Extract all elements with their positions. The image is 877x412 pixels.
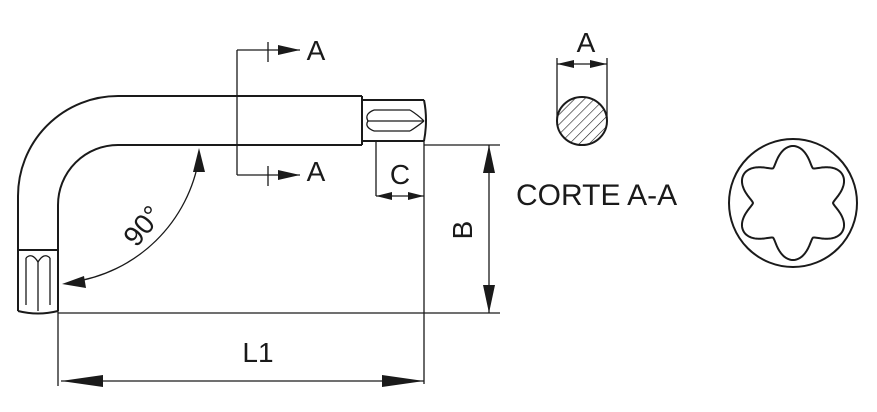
l-key-body	[17, 95, 362, 250]
section-mark-top-label: A	[307, 35, 326, 66]
dimension-c-label: C	[390, 159, 410, 190]
section-cut-line	[236, 42, 300, 186]
short-arm-torx-tip	[17, 249, 59, 315]
angle-label: 90°	[117, 200, 168, 252]
dimension-b-label: B	[447, 221, 478, 240]
section-mark-bottom-label: A	[307, 156, 326, 187]
round-section-view	[556, 58, 608, 146]
section-title: CORTE A-A	[516, 179, 677, 212]
torx-profile-view	[728, 138, 858, 268]
section-width-label: A	[577, 27, 596, 58]
dimension-l1	[57, 311, 424, 387]
dimension-c	[376, 192, 424, 200]
dimension-l1-label: L1	[242, 337, 273, 368]
long-arm-torx-tip	[361, 96, 427, 384]
dimension-b	[58, 144, 500, 314]
angle-dimension	[62, 148, 205, 288]
